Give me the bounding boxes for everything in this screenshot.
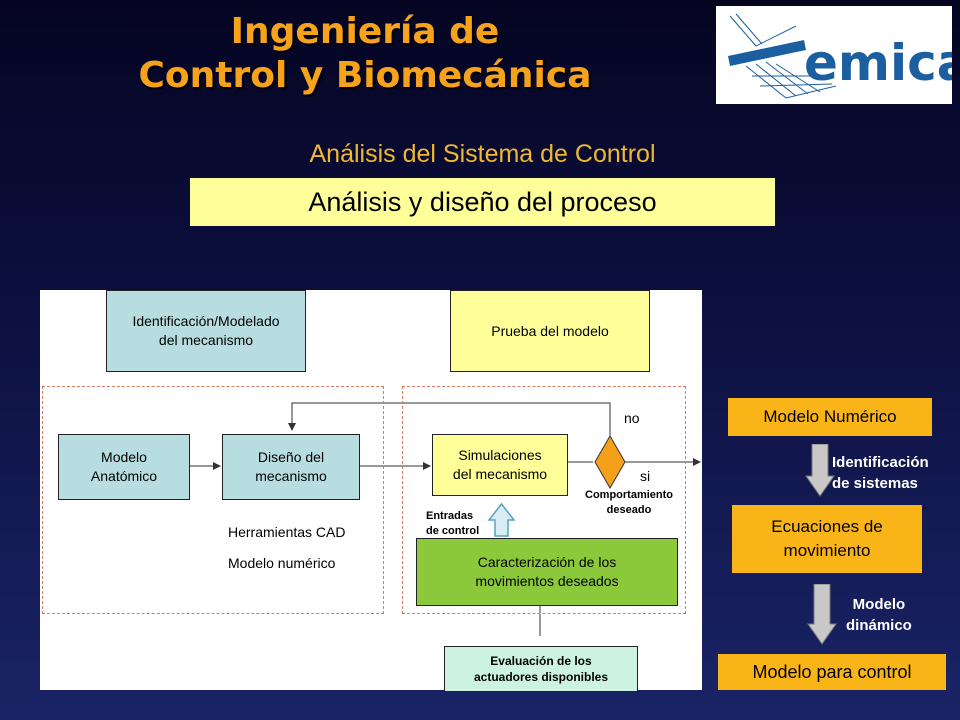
slide-title: Ingeniería de Control y Biomecánica bbox=[40, 10, 690, 98]
process-diagram: Identificación/Modelado del mecanismo Pr… bbox=[40, 290, 702, 692]
si-label: si bbox=[640, 468, 651, 484]
modelo-numerico-box: Modelo Numérico bbox=[728, 398, 932, 436]
modelo-dinamico-label: Modelo dinámico bbox=[846, 596, 912, 634]
cad-region bbox=[42, 386, 384, 614]
modelo-control-box: Modelo para control bbox=[718, 654, 946, 690]
ecuaciones-movimiento-box: Ecuaciones de movimiento bbox=[732, 505, 922, 573]
title-line-1: Ingeniería de bbox=[230, 11, 500, 52]
control-input-arrow bbox=[487, 502, 516, 537]
emica-logo: emica bbox=[716, 6, 960, 104]
arrow-feedback-no bbox=[288, 402, 611, 436]
diseno-mecanismo-box: Diseño del mecanismo bbox=[222, 434, 360, 500]
down-arrow-1 bbox=[805, 444, 835, 497]
process-banner: Análisis y diseño del proceso bbox=[190, 178, 775, 226]
cad-label: Herramientas CAD bbox=[228, 524, 346, 540]
decision-diamond bbox=[594, 434, 626, 490]
simulation-region bbox=[402, 386, 686, 614]
section-subtitle: Análisis del Sistema de Control bbox=[309, 140, 656, 168]
diagram-connectors bbox=[190, 402, 701, 636]
caracterizacion-box: Caracterización de los movimientos desea… bbox=[416, 538, 678, 606]
title-line-2: Control y Biomecánica bbox=[138, 55, 592, 96]
svg-text:emica: emica bbox=[804, 34, 952, 92]
simulaciones-box: Simulaciones del mecanismo bbox=[432, 434, 568, 496]
no-label: no bbox=[624, 410, 640, 426]
prueba-modelo-box: Prueba del modelo bbox=[450, 290, 650, 372]
down-arrow-2 bbox=[807, 584, 837, 645]
comportamiento-label: Comportamiento deseado bbox=[585, 489, 673, 516]
modelo-numerico-label: Modelo numérico bbox=[228, 555, 336, 571]
evaluacion-box: Evaluación de los actuadores disponibles bbox=[444, 646, 638, 692]
entradas-label: Entradas de control bbox=[426, 510, 480, 537]
identificacion-box: Identificación/Modelado del mecanismo bbox=[106, 290, 306, 372]
identificacion-sistemas-label: Identificación de sistemas bbox=[832, 454, 929, 492]
modelo-anatomico-box: Modelo Anatómico bbox=[58, 434, 190, 500]
